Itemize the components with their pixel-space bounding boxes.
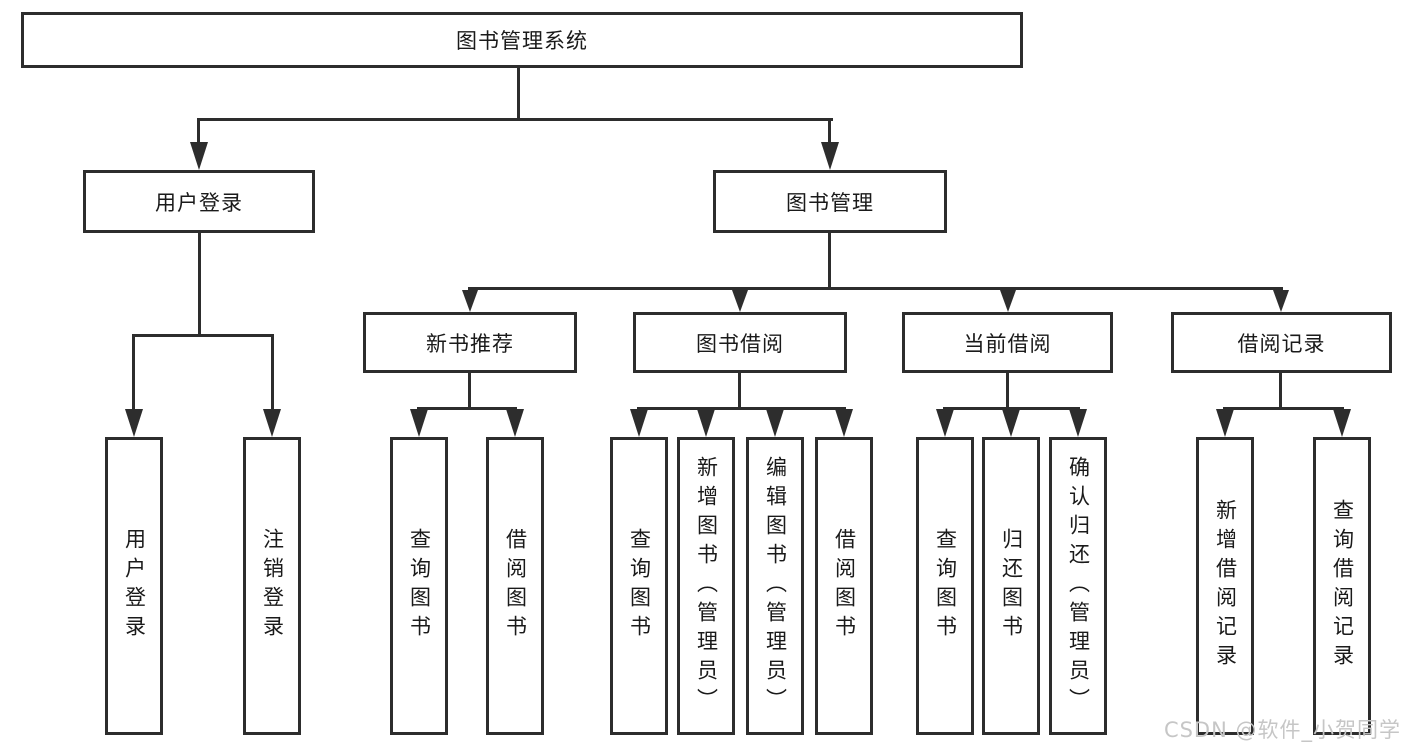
leaf-currentborrow-confirm: 确认归还（管理员）	[1049, 437, 1107, 735]
arrow-to-user-login	[190, 142, 208, 170]
connector-borrowrecords-hbar	[1223, 407, 1344, 410]
arrow-to-book-mgmt	[821, 142, 839, 170]
leaf-newbooks-query-label: 查询图书	[407, 528, 432, 644]
connector-userlogin-drop-1	[132, 334, 135, 409]
connector-userlogin-hbar	[132, 334, 274, 337]
leaf-newbooks-borrow: 借阅图书	[486, 437, 544, 735]
arrow-to-leaf-query-3	[936, 409, 954, 437]
leaf-newbooks-query: 查询图书	[390, 437, 448, 735]
arrow-to-leaf-edit-book	[766, 409, 784, 437]
arrow-to-current-borrow	[1000, 290, 1016, 312]
arrow-to-leaf-query-record	[1333, 409, 1351, 437]
connector-currentborrow-hbar	[943, 407, 1080, 410]
leaf-bookborrow-edit-label: 编辑图书（管理员）	[763, 455, 788, 717]
node-book-borrow-label: 图书借阅	[696, 331, 784, 356]
leaf-newbooks-borrow-label: 借阅图书	[503, 528, 528, 644]
node-book-borrow: 图书借阅	[633, 312, 847, 373]
leaf-user-login-label: 用户登录	[122, 528, 147, 644]
node-borrow-records: 借阅记录	[1171, 312, 1392, 373]
leaf-bookborrow-borrow-label: 借阅图书	[832, 528, 857, 644]
connector-root-right-drop	[828, 118, 831, 144]
node-user-login: 用户登录	[83, 170, 315, 233]
connector-bookmgmt-hbar	[468, 287, 1283, 290]
leaf-records-query-label: 查询借阅记录	[1330, 499, 1355, 673]
connector-userlogin-stem	[198, 233, 201, 334]
arrow-to-leaf-add-record	[1216, 409, 1234, 437]
leaf-user-login: 用户登录	[105, 437, 163, 735]
arrow-to-book-borrow	[732, 290, 748, 312]
leaf-currentborrow-query: 查询图书	[916, 437, 974, 735]
connector-bookborrow-stem	[738, 373, 741, 408]
node-current-borrow-label: 当前借阅	[963, 331, 1052, 356]
leaf-records-add: 新增借阅记录	[1196, 437, 1254, 735]
leaf-bookborrow-add: 新增图书（管理员）	[677, 437, 735, 735]
leaf-bookborrow-borrow: 借阅图书	[815, 437, 873, 735]
arrow-to-leaf-login	[125, 409, 143, 437]
arrow-to-leaf-query-1	[410, 409, 428, 437]
connector-currentborrow-stem	[1006, 373, 1009, 408]
node-new-books-label: 新书推荐	[426, 331, 514, 356]
leaf-bookborrow-query-label: 查询图书	[627, 528, 652, 644]
leaf-records-add-label: 新增借阅记录	[1213, 499, 1238, 673]
connector-root-hbar	[197, 118, 833, 121]
node-root-label: 图书管理系统	[456, 29, 588, 53]
connector-newbooks-hbar	[417, 407, 517, 410]
connector-root-stem	[517, 67, 520, 118]
leaf-currentborrow-confirm-label: 确认归还（管理员）	[1066, 455, 1091, 717]
connector-userlogin-drop-2	[271, 334, 274, 409]
arrow-to-leaf-query-2	[630, 409, 648, 437]
node-root: 图书管理系统	[21, 12, 1023, 68]
node-user-login-label: 用户登录	[155, 190, 243, 215]
arrow-to-leaf-borrow-1	[506, 409, 524, 437]
leaf-bookborrow-edit: 编辑图书（管理员）	[746, 437, 804, 735]
node-borrow-records-label: 借阅记录	[1237, 331, 1326, 356]
node-new-books: 新书推荐	[363, 312, 577, 373]
connector-bookmgmt-stem	[828, 233, 831, 287]
arrow-to-leaf-confirm-return	[1069, 409, 1087, 437]
leaf-currentborrow-query-label: 查询图书	[933, 528, 958, 644]
leaf-logout: 注销登录	[243, 437, 301, 735]
connector-newbooks-stem	[468, 373, 471, 408]
connector-borrowrecords-stem	[1279, 373, 1282, 408]
leaf-currentborrow-return-label: 归还图书	[999, 528, 1024, 644]
node-book-mgmt: 图书管理	[713, 170, 947, 233]
leaf-currentborrow-return: 归还图书	[982, 437, 1040, 735]
leaf-bookborrow-query: 查询图书	[610, 437, 668, 735]
connector-bookborrow-hbar	[637, 407, 846, 410]
leaf-logout-label: 注销登录	[260, 528, 285, 644]
node-book-mgmt-label: 图书管理	[786, 190, 874, 215]
arrow-to-leaf-borrow-2	[835, 409, 853, 437]
arrow-to-leaf-add-book	[697, 409, 715, 437]
leaf-bookborrow-add-label: 新增图书（管理员）	[694, 455, 719, 717]
node-current-borrow: 当前借阅	[902, 312, 1113, 373]
arrow-to-leaf-return	[1002, 409, 1020, 437]
arrow-to-borrow-records	[1273, 290, 1289, 312]
connector-root-left-drop	[197, 118, 200, 144]
csdn-watermark: CSDN @软件_小贺同学	[1163, 718, 1401, 742]
arrow-to-new-books	[462, 290, 478, 312]
leaf-records-query: 查询借阅记录	[1313, 437, 1371, 735]
arrow-to-leaf-logout	[263, 409, 281, 437]
